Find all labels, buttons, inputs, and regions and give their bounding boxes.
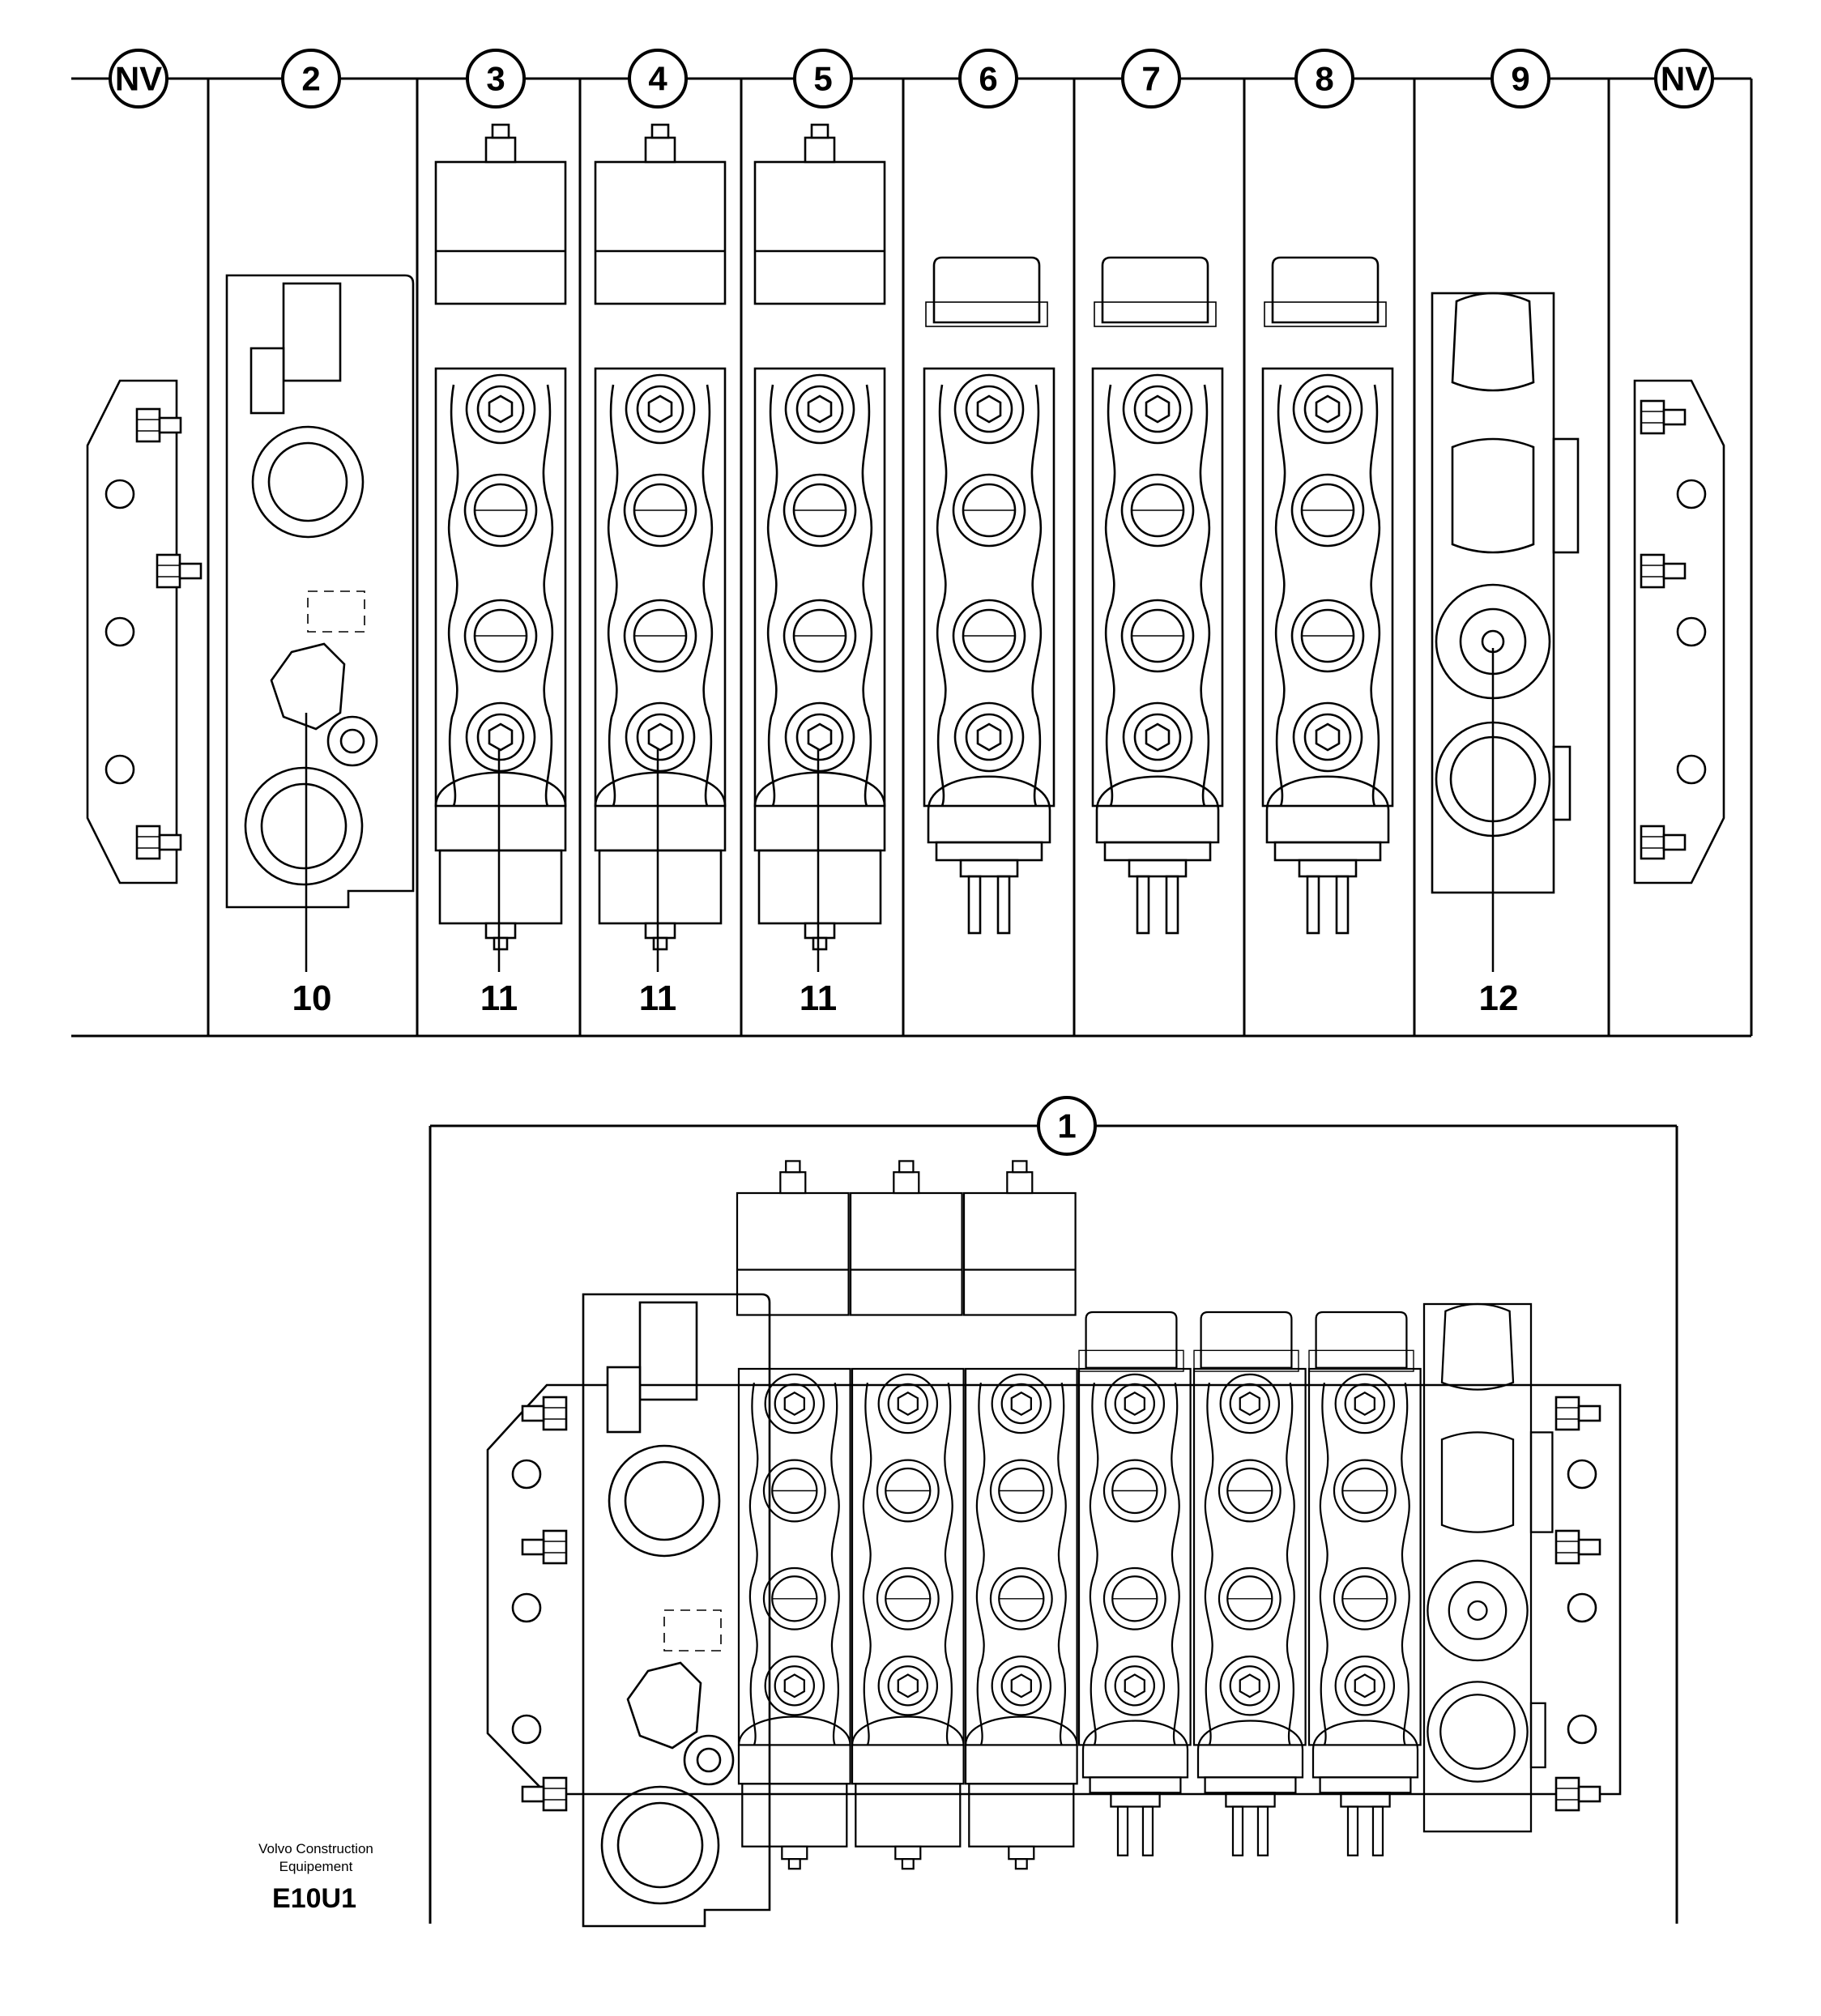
bubble-7: 7 bbox=[1121, 49, 1181, 109]
inlet-section bbox=[225, 274, 415, 909]
lever-section-7 bbox=[1093, 256, 1222, 935]
callout-inlet: 10 bbox=[292, 978, 332, 1018]
bubble-5: 5 bbox=[793, 49, 853, 109]
credit-block: Volvo Construction Equipement E10U1 bbox=[258, 1841, 373, 1914]
callout-section-4: 11 bbox=[639, 978, 677, 1018]
svg-text:3: 3 bbox=[486, 60, 505, 98]
lever-section-8 bbox=[1263, 256, 1392, 935]
lever-section-6 bbox=[924, 256, 1054, 935]
end-plate-left bbox=[86, 379, 203, 884]
bubble-8: 8 bbox=[1294, 49, 1354, 109]
svg-text:7: 7 bbox=[1141, 60, 1160, 98]
bubble-6: 6 bbox=[958, 49, 1018, 109]
assembly-base-plate bbox=[486, 1383, 1622, 1796]
bubble-3: 3 bbox=[466, 49, 526, 109]
credit-line-2: Equipement bbox=[279, 1859, 353, 1874]
bubble-1: 1 bbox=[1037, 1096, 1097, 1156]
bubble-4: 4 bbox=[628, 49, 688, 109]
solenoid-section-5 bbox=[753, 123, 886, 951]
bubble-nv-left: NV bbox=[109, 49, 168, 109]
bubble-9: 9 bbox=[1490, 49, 1550, 109]
assembled-valve: 1 bbox=[429, 1096, 1678, 1928]
svg-text:6: 6 bbox=[979, 60, 997, 98]
outlet-section bbox=[1431, 292, 1580, 894]
svg-text:4: 4 bbox=[648, 60, 667, 98]
solenoid-section-4 bbox=[594, 123, 727, 951]
solenoid-section-3 bbox=[434, 123, 567, 951]
credit-line-1: Volvo Construction bbox=[258, 1841, 373, 1856]
bubble-2: 2 bbox=[281, 49, 341, 109]
callout-outlet: 12 bbox=[1479, 978, 1519, 1018]
end-plate-right bbox=[1633, 379, 1725, 884]
svg-text:8: 8 bbox=[1315, 60, 1333, 98]
svg-text:9: 9 bbox=[1511, 60, 1529, 98]
svg-text:1: 1 bbox=[1057, 1107, 1076, 1145]
svg-text:NV: NV bbox=[1661, 60, 1708, 98]
callout-section-5: 11 bbox=[800, 978, 838, 1018]
svg-text:5: 5 bbox=[813, 60, 832, 98]
svg-text:2: 2 bbox=[301, 60, 320, 98]
exploded-row: 10 11 11 11 12 NV 2 3 4 5 6 bbox=[71, 49, 1753, 1038]
drawing-code: E10U1 bbox=[272, 1883, 356, 1914]
svg-text:NV: NV bbox=[115, 60, 162, 98]
callout-section-3: 11 bbox=[480, 978, 518, 1018]
bubble-nv-right: NV bbox=[1654, 49, 1714, 109]
